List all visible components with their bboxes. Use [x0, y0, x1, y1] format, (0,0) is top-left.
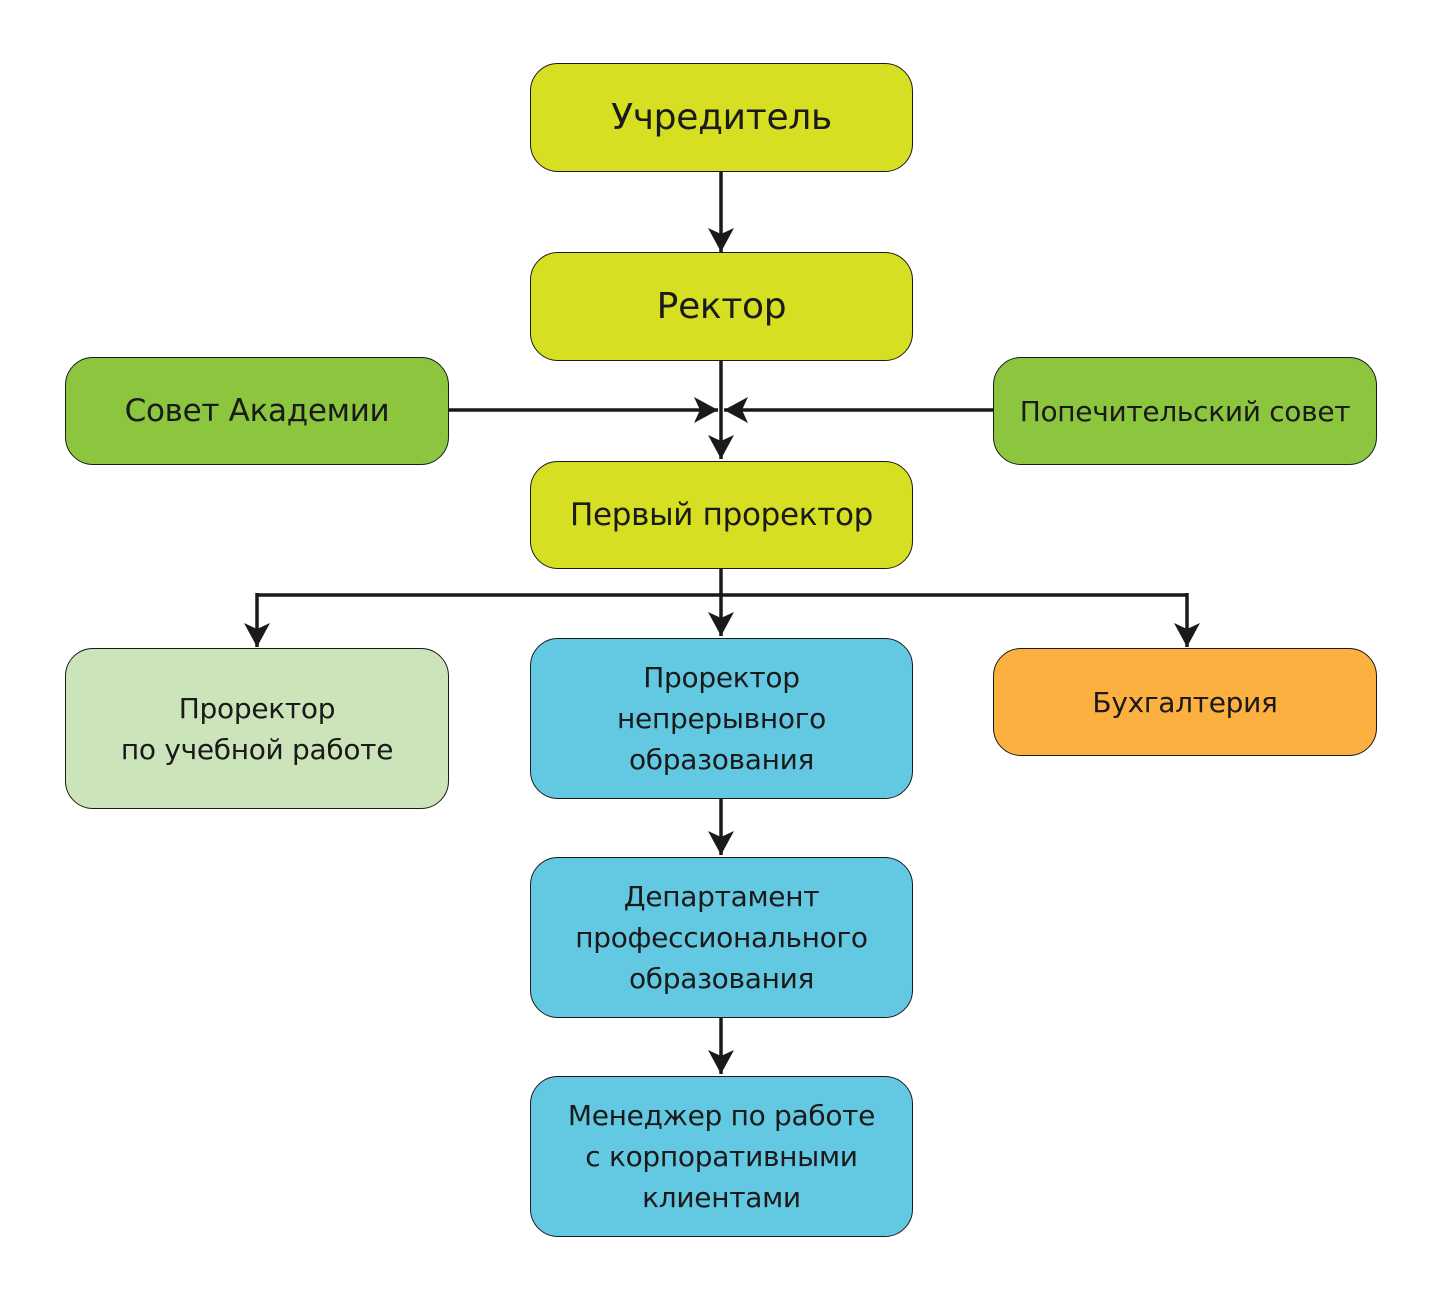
- node-accounting: Бухгалтерия: [993, 648, 1377, 756]
- node-rector-label: Ректор: [656, 286, 787, 327]
- node-department-professional: Департамент профессионального образовани…: [530, 857, 913, 1018]
- node-first-vice-rector-label: Первый проректор: [569, 496, 874, 533]
- node-vice-rector-continuing: Проректор непрерывного образования: [530, 638, 913, 799]
- node-department-professional-label: Департамент профессионального образовани…: [575, 880, 868, 995]
- node-vice-rector-academic-label: Проректор по учебной работе: [120, 691, 394, 766]
- node-corporate-manager: Менеджер по работе с корпоративными клие…: [530, 1076, 913, 1237]
- node-board-of-trustees-label: Попечительский совет: [1019, 394, 1351, 428]
- node-founder-label: Учредитель: [611, 97, 832, 138]
- node-vice-rector-academic: Проректор по учебной работе: [65, 648, 449, 809]
- node-academy-council: Совет Академии: [65, 357, 449, 465]
- node-academy-council-label: Совет Академии: [124, 392, 390, 429]
- node-rector: Ректор: [530, 252, 913, 361]
- node-board-of-trustees: Попечительский совет: [993, 357, 1377, 465]
- node-first-vice-rector: Первый проректор: [530, 461, 913, 569]
- node-founder: Учредитель: [530, 63, 913, 172]
- node-accounting-label: Бухгалтерия: [1092, 685, 1278, 719]
- node-vice-rector-continuing-label: Проректор непрерывного образования: [617, 661, 826, 776]
- node-corporate-manager-label: Менеджер по работе с корпоративными клие…: [567, 1099, 876, 1214]
